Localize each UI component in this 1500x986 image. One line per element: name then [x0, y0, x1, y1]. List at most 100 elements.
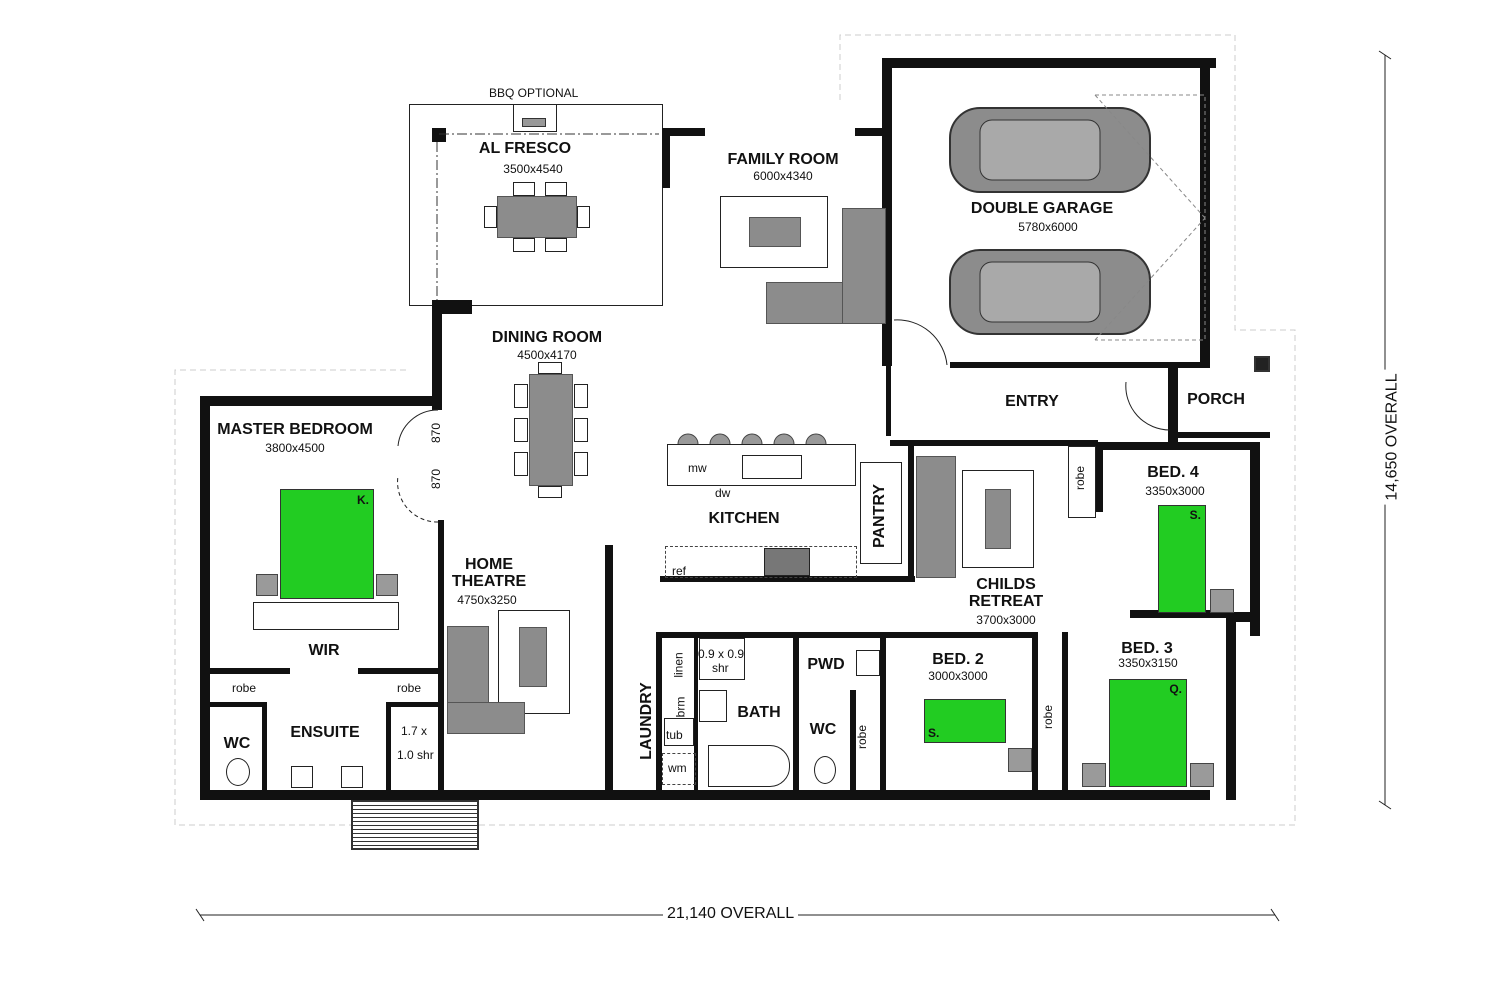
- robe-label: robe: [1041, 704, 1056, 730]
- chair-icon: [577, 206, 590, 228]
- chair-icon: [574, 452, 588, 476]
- chair-icon: [538, 362, 562, 374]
- wall: [432, 300, 442, 410]
- king-bed-icon: K.: [280, 489, 374, 599]
- wall: [386, 702, 440, 707]
- bedside-table-icon: [1190, 763, 1214, 787]
- bbq-note: BBQ OPTIONAL: [489, 86, 579, 100]
- bedside-table-icon: [1082, 763, 1106, 787]
- basin-icon: [699, 690, 727, 722]
- basin-icon: [341, 766, 363, 788]
- garage-size: 5780x6000: [1018, 220, 1078, 234]
- wall: [200, 396, 442, 406]
- wir-label: WIR: [308, 642, 340, 659]
- sofa-icon: [916, 456, 956, 578]
- wall: [210, 668, 290, 674]
- chair-icon: [513, 238, 535, 252]
- wall: [1250, 446, 1260, 636]
- bed-size-tag: S.: [1189, 508, 1201, 522]
- family-label: FAMILY ROOM: [727, 151, 839, 168]
- chair-icon: [513, 182, 535, 196]
- wall: [200, 396, 210, 800]
- wall: [1226, 612, 1236, 800]
- wall: [882, 58, 1216, 68]
- alfresco-size: 3500x4540: [503, 162, 563, 176]
- ensuite-label: ENSUITE: [290, 724, 360, 741]
- wall: [890, 440, 1098, 446]
- single-bed-icon: S.: [924, 699, 1006, 743]
- wall: [200, 790, 1210, 800]
- single-bed-icon: S.: [1158, 505, 1206, 613]
- chair-icon: [574, 418, 588, 442]
- pwd-label: PWD: [807, 656, 845, 673]
- bath-shower-size: shr: [712, 661, 729, 675]
- wall: [1168, 366, 1178, 442]
- rug-icon: [962, 470, 1034, 568]
- overall-depth-label: 14,650 OVERALL: [1383, 369, 1402, 505]
- garage-label: DOUBLE GARAGE: [970, 200, 1114, 217]
- wall: [880, 632, 886, 792]
- alfresco-label: AL FRESCO: [478, 140, 572, 157]
- wall: [886, 632, 1036, 638]
- alfresco-beam-lines: [436, 133, 659, 304]
- retreat-label: CHILDS: [976, 576, 1036, 593]
- wall: [694, 632, 698, 792]
- wall: [793, 632, 799, 792]
- chair-icon: [545, 182, 567, 196]
- wall: [358, 668, 440, 674]
- wall: [1062, 632, 1068, 792]
- master-size: 3800x4500: [265, 441, 325, 455]
- chair-icon: [545, 238, 567, 252]
- bathtub-icon: [708, 745, 790, 787]
- chair-icon: [514, 452, 528, 476]
- shower-icon: [699, 638, 745, 680]
- dining-table-icon: [529, 374, 573, 486]
- retreat-size: 3700x3000: [976, 613, 1036, 627]
- garage-door-swing: [893, 319, 948, 366]
- wall: [855, 128, 885, 136]
- rug-icon: [498, 610, 570, 714]
- outdoor-table-icon: [497, 196, 577, 238]
- rug-icon: [720, 196, 828, 268]
- wall: [1095, 442, 1103, 512]
- chair-icon: [574, 384, 588, 408]
- basin-icon: [291, 766, 313, 788]
- wall: [432, 300, 472, 314]
- laundry-label: LAUNDRY: [637, 682, 655, 760]
- theatre-label: HOME: [465, 556, 513, 573]
- wall: [656, 632, 891, 638]
- car-icon: [949, 94, 1206, 341]
- front-door-swing: [1125, 381, 1171, 431]
- wall: [950, 362, 1210, 368]
- bed3-size: 3350x3150: [1118, 656, 1178, 670]
- robe-label: robe: [1073, 465, 1088, 491]
- porch-label: PORCH: [1187, 391, 1245, 408]
- deck-steps: [351, 800, 479, 850]
- sofa-icon: [842, 208, 886, 324]
- shower-size: 1.7 x: [401, 724, 428, 738]
- bed4-label: BED. 4: [1147, 464, 1199, 481]
- toilet-icon: [226, 758, 250, 786]
- chair-icon: [538, 486, 562, 498]
- sink-icon: [742, 455, 802, 479]
- bed-size-tag: Q.: [1169, 682, 1182, 696]
- broom-label: brm: [673, 696, 688, 718]
- bed4-size: 3350x3000: [1145, 484, 1205, 498]
- linen-label: linen: [671, 652, 686, 678]
- dishwasher-label: dw: [715, 486, 731, 500]
- bed3-label: BED. 3: [1121, 640, 1173, 657]
- wall: [386, 702, 391, 792]
- chair-icon: [514, 384, 528, 408]
- robe-label: robe: [397, 681, 422, 695]
- wall: [850, 690, 856, 790]
- bed2-label: BED. 2: [932, 651, 984, 668]
- bedside-table-icon: [376, 574, 398, 596]
- toilet-icon: [814, 756, 836, 784]
- theatre-size: 4750x3250: [457, 593, 517, 607]
- bedside-table-icon: [1210, 589, 1234, 613]
- bar-stools: [677, 433, 827, 445]
- wall: [438, 520, 444, 800]
- queen-bed-icon: Q.: [1109, 679, 1187, 787]
- wall: [1226, 612, 1260, 622]
